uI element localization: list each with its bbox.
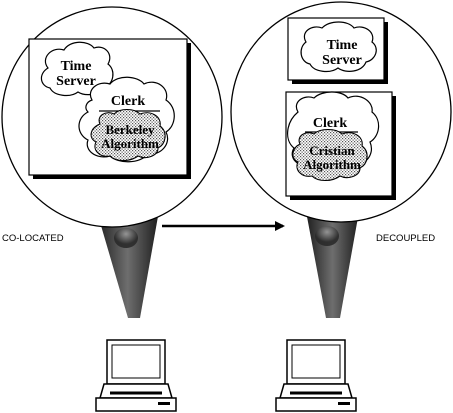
left-clerk-label: Clerk: [111, 94, 145, 109]
left-algorithm-label-2: Algorithm: [101, 136, 159, 151]
right-time-server-cloud: [300, 21, 377, 73]
right-time-server-label-2: Server: [322, 53, 362, 68]
left-projection-beam: [95, 205, 160, 318]
right-projection-beam: [305, 206, 360, 318]
left-caption: CO-LOCATED: [2, 233, 64, 244]
left-computer-icon: [95, 339, 177, 412]
right-group: Time Server Clerk Cristian Algorithm DEC…: [230, 1, 452, 412]
right-beam-glow: [315, 226, 339, 246]
left-time-server-label-2: Server: [56, 74, 96, 89]
left-time-server-cloud: [40, 41, 114, 97]
left-beam-glow: [114, 228, 138, 248]
right-time-server-label-1: Time: [327, 38, 358, 53]
right-algorithm-label-1: Cristian: [309, 143, 355, 158]
right-clerk-label: Clerk: [313, 116, 347, 131]
left-algorithm-label-1: Berkeley: [105, 122, 155, 137]
left-group: Time Server Clerk Berkeley Algorithm CO-…: [1, 6, 223, 412]
right-computer-icon: [275, 339, 357, 412]
right-caption: DECOUPLED: [376, 233, 435, 244]
right-algorithm-cloud: [292, 128, 368, 182]
right-algorithm-label-2: Algorithm: [303, 157, 361, 172]
left-algorithm-cloud: [90, 108, 166, 162]
left-time-server-label-1: Time: [61, 59, 92, 74]
